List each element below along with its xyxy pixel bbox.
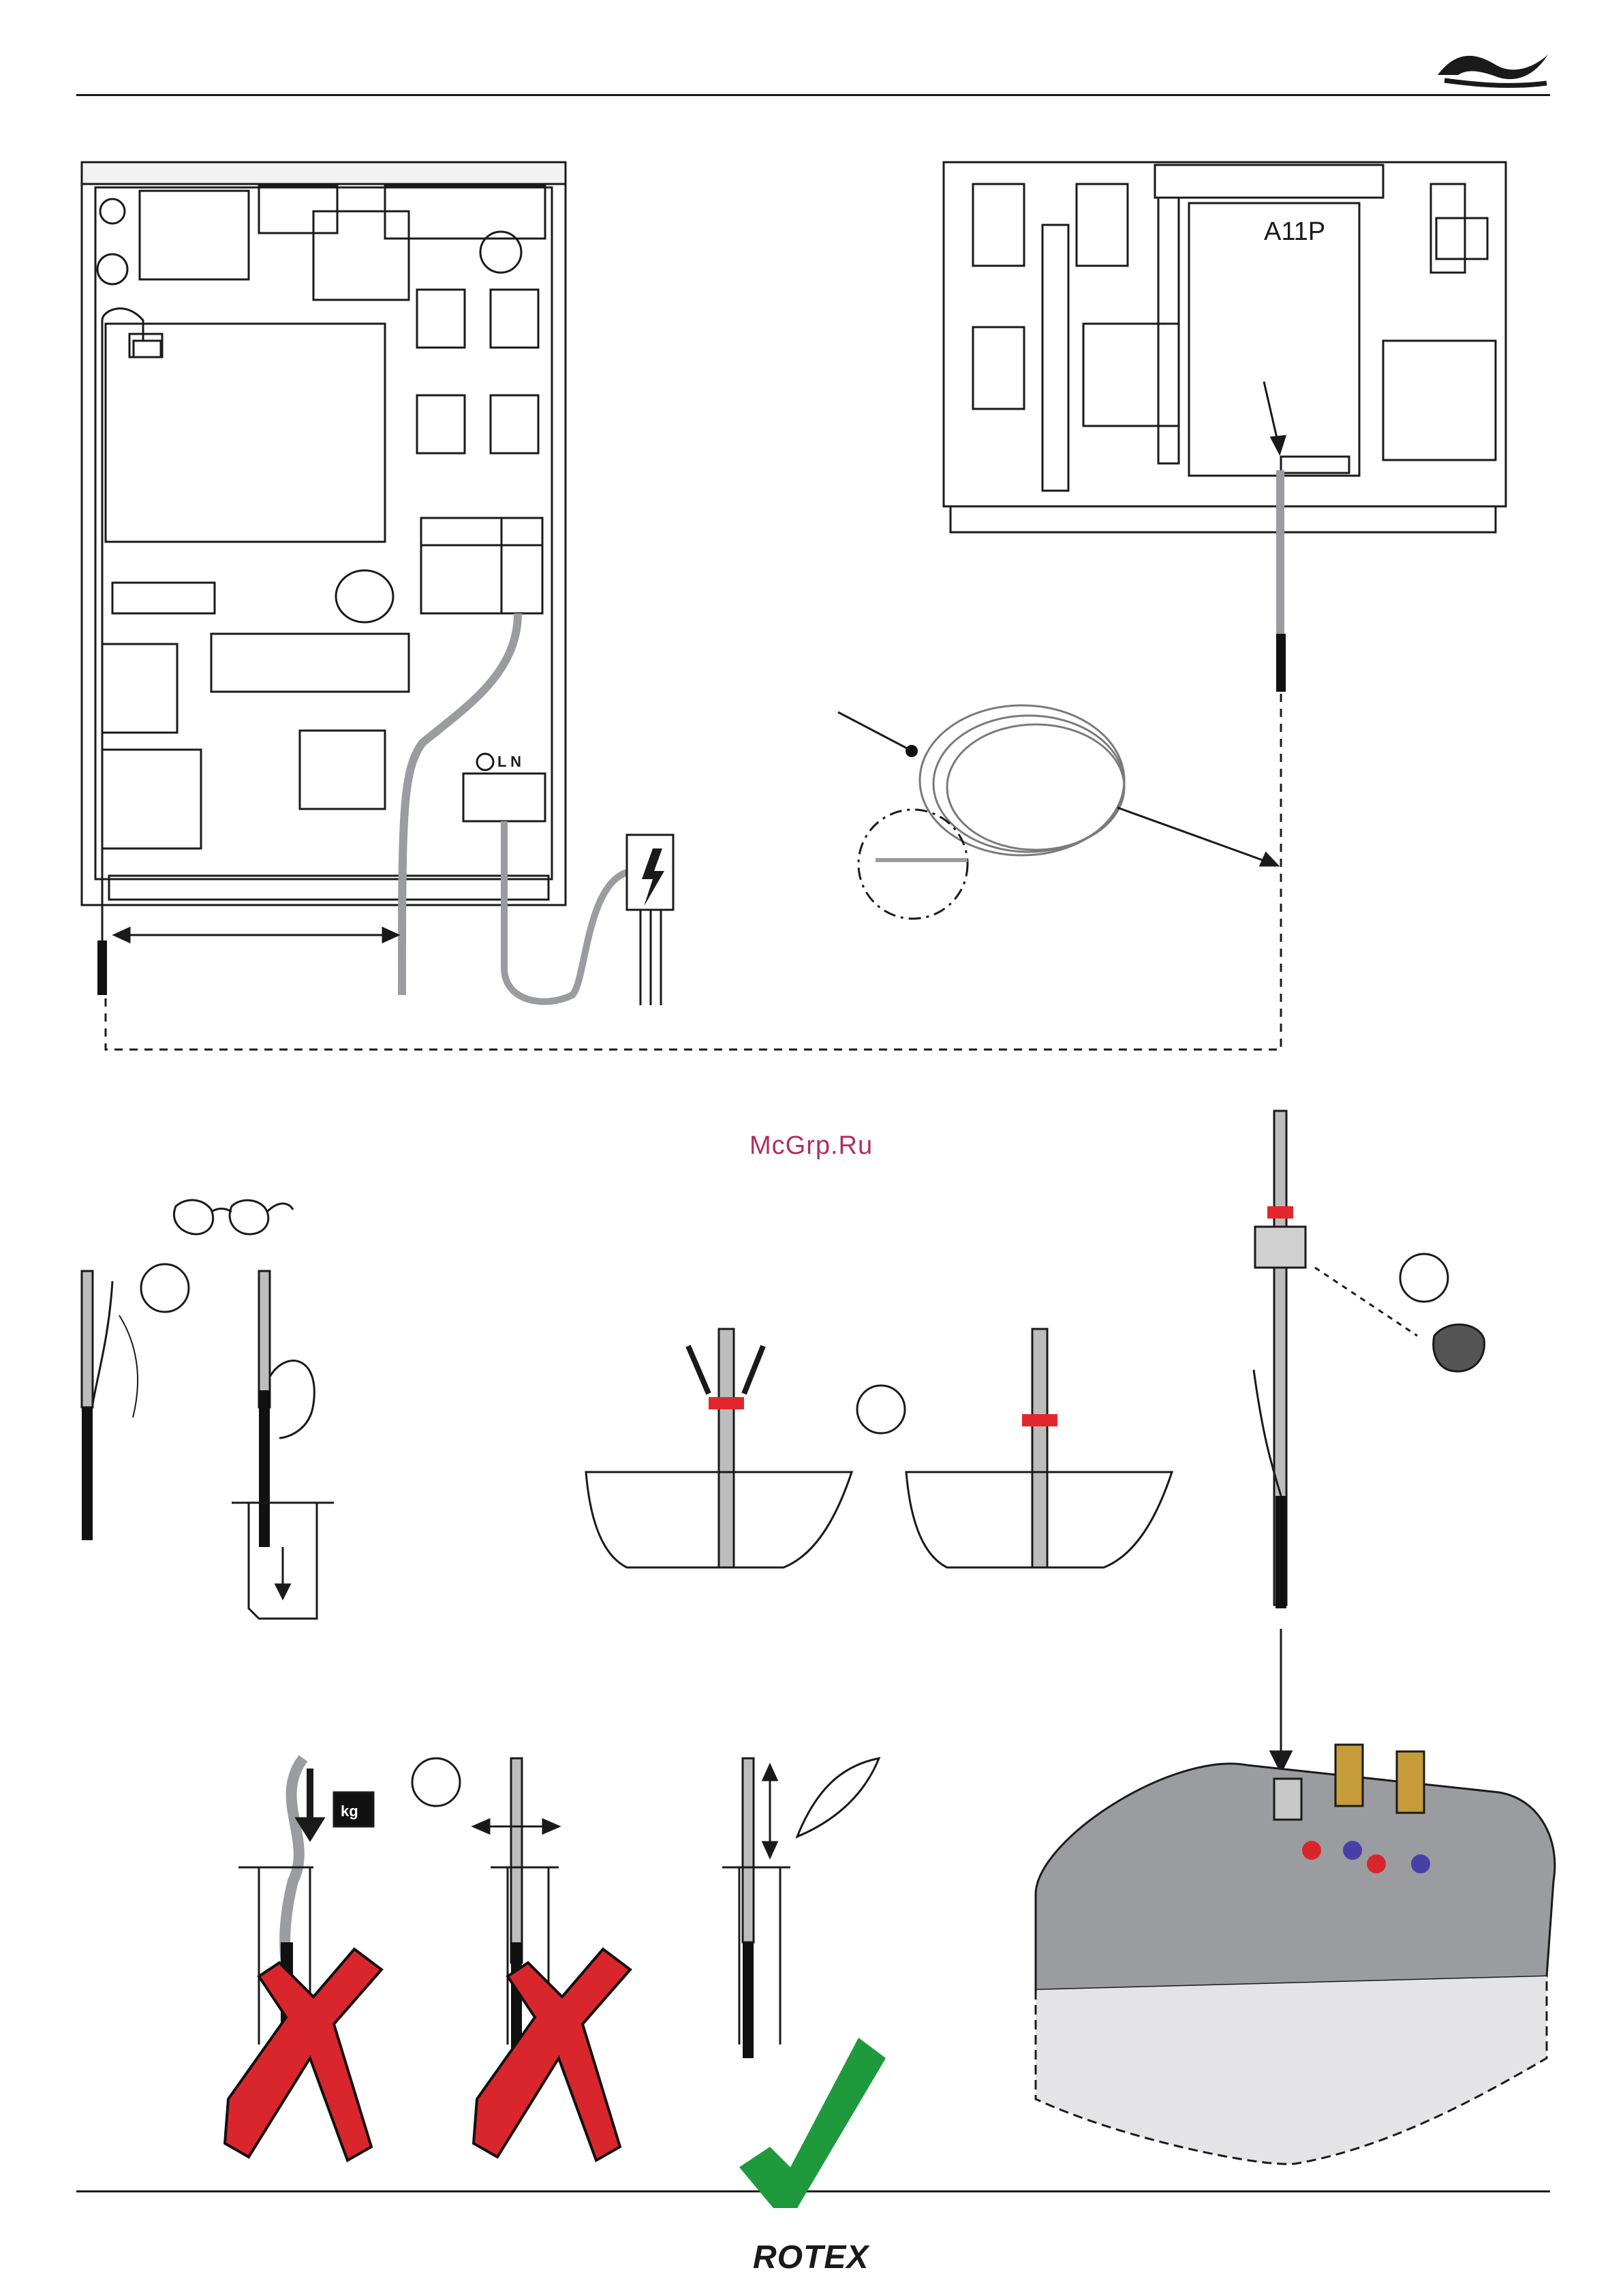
- step-bullet-2: [857, 1386, 905, 1433]
- step-bullet-1: [141, 1264, 189, 1312]
- sensor-cable-coil: [838, 705, 1278, 919]
- step-bullet-3: [1400, 1254, 1448, 1302]
- green-check-icon: [739, 2038, 886, 2208]
- terminal-ln-label: L N: [497, 753, 521, 770]
- weight-label: kg: [341, 1803, 358, 1820]
- board-a11p-label: A11P: [1264, 217, 1325, 246]
- left-control-panel: L N: [82, 162, 673, 1005]
- step-2-insert-bushing: [586, 1329, 1172, 1567]
- probe-with-bushing: [1254, 1111, 1484, 1772]
- step-4-fit-check: kg: [225, 1758, 886, 2208]
- step-bullet-4: [412, 1758, 460, 1806]
- step-1-bend-sensor: [82, 1200, 334, 1619]
- high-voltage-icon: [642, 848, 664, 906]
- red-marker: [1267, 1206, 1293, 1219]
- feather-icon: [797, 1758, 879, 1837]
- grommet-icon: [1434, 1325, 1485, 1372]
- reading-glasses-icon: [174, 1200, 293, 1234]
- storage-tank: [1036, 1745, 1555, 2164]
- right-control-panel: A11P: [944, 162, 1506, 692]
